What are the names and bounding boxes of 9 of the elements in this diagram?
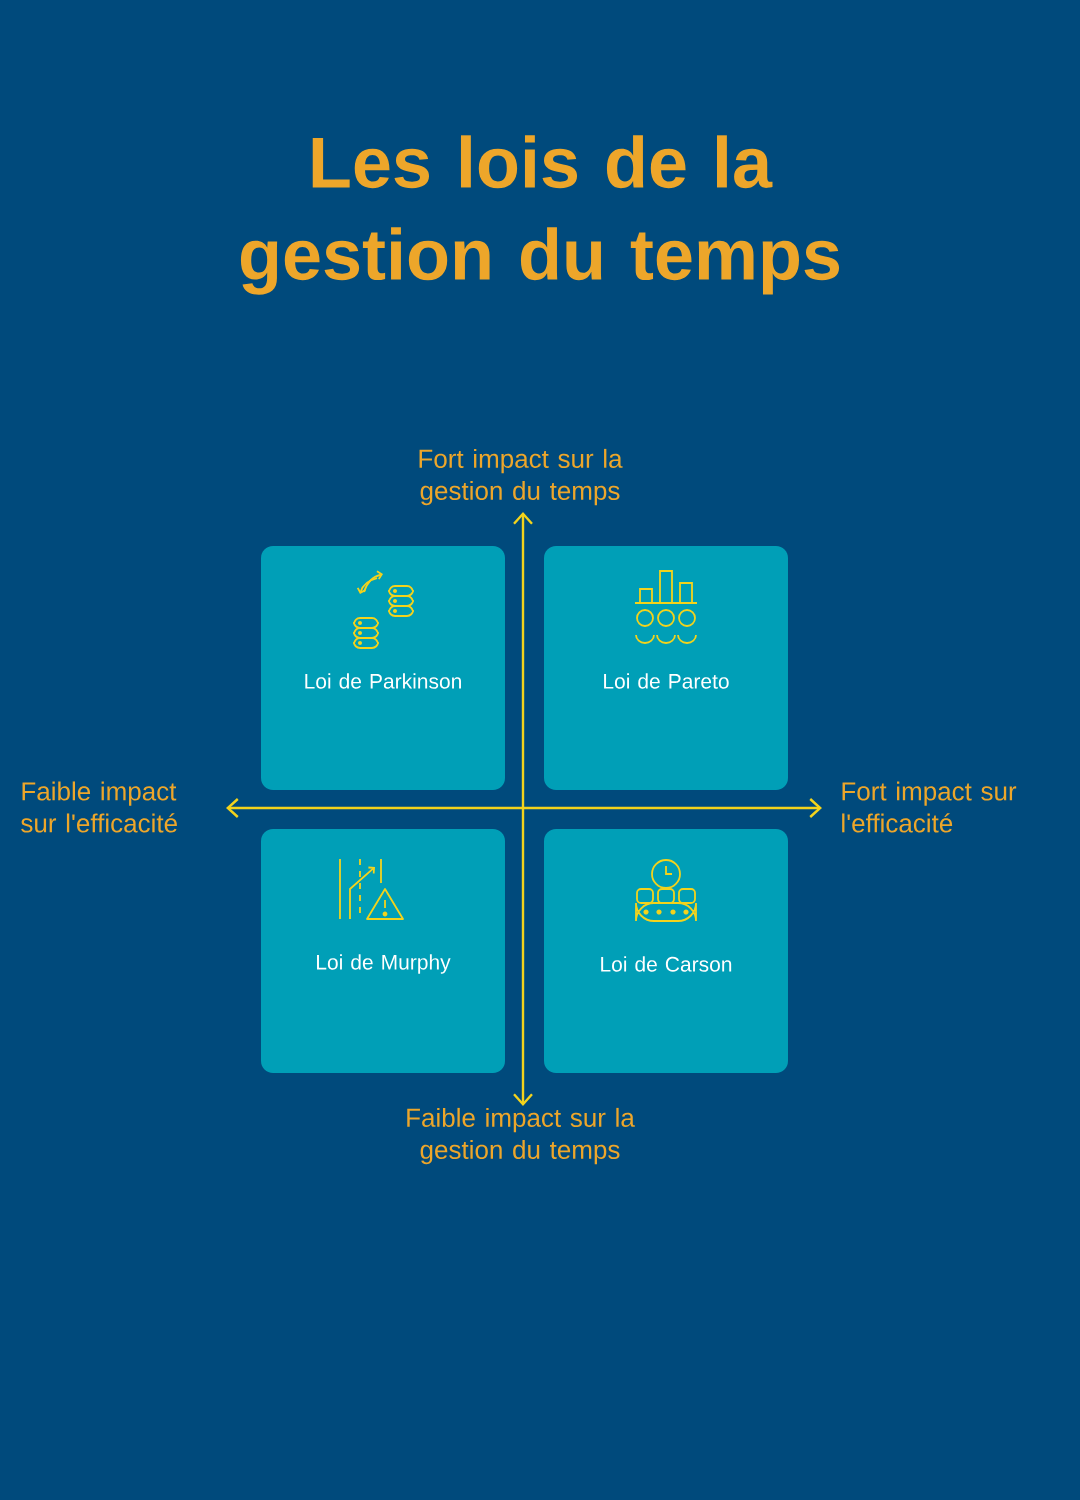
law-card: Loi de Pareto <box>544 546 788 790</box>
law-card: Loi de Carson <box>544 829 788 1073</box>
axis-label: Fort impact sur la gestion du temps <box>419 448 623 506</box>
law-card: Loi de Parkinson <box>261 546 505 790</box>
axis-label: Fort impact sur l'efficacité <box>842 781 1017 833</box>
axis-label: Faible impact sur la gestion du temps <box>407 1107 635 1165</box>
axis-label: Faible impact sur l'efficacité <box>21 781 177 833</box>
title: Les lois de la gestion du temps <box>240 135 840 295</box>
law-card: Loi de Murphy <box>261 829 505 1073</box>
